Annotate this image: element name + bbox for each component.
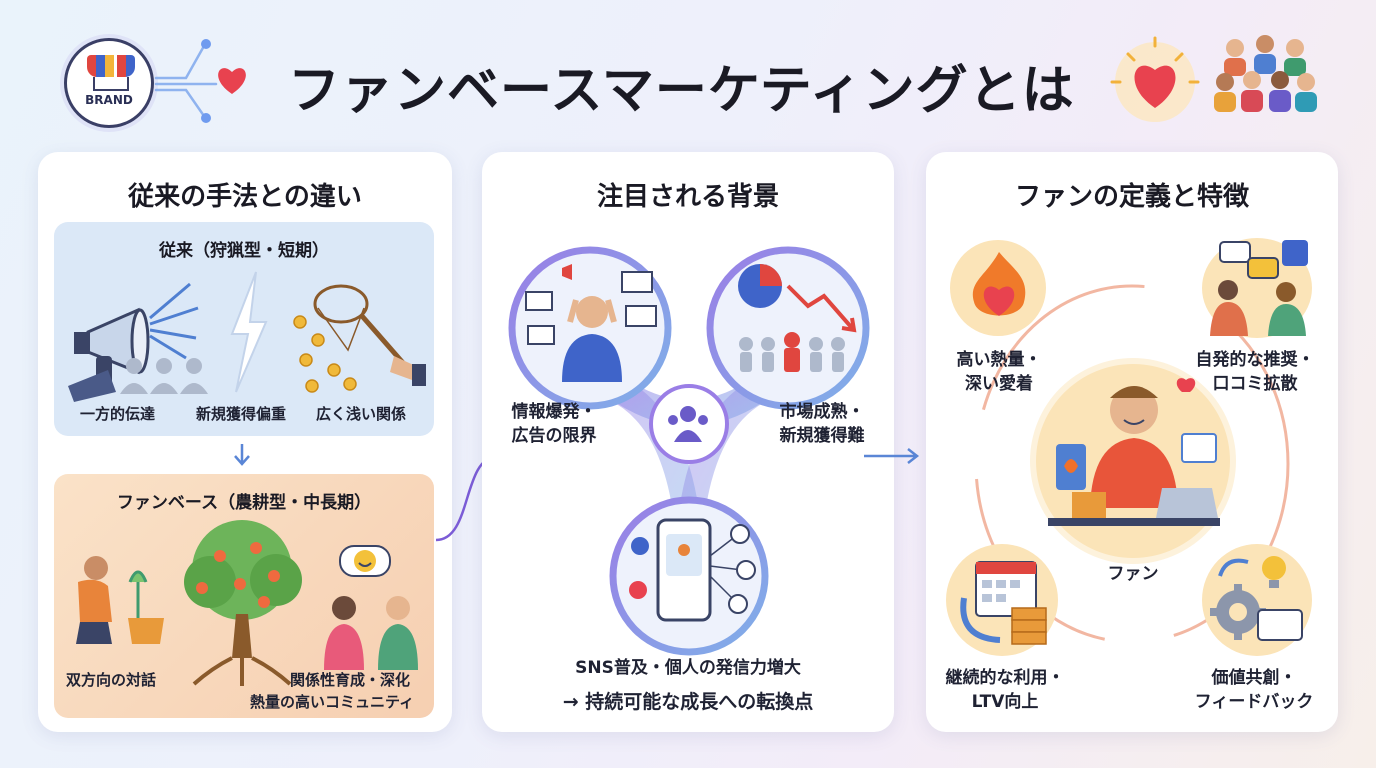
fan-cycle-ring bbox=[974, 284, 1290, 644]
fanbase-method-title: ファンベース（農耕型・中長期） bbox=[116, 493, 372, 513]
audience-icon bbox=[120, 358, 208, 394]
overwhelmed-person-icon bbox=[525, 264, 657, 382]
glowing-heart-icon bbox=[1110, 36, 1200, 122]
background-right-line-1: 市場成熟・ bbox=[779, 402, 865, 422]
traditional-label-acquisition: 新規獲得偏重 bbox=[196, 405, 287, 423]
connector-arrow-2 bbox=[864, 448, 920, 464]
traditional-method-box: 従来（狩猟型・短期） 一方的伝達 新規獲得偏重 広く浅い関係 bbox=[54, 222, 434, 436]
down-arrow-icon bbox=[234, 444, 250, 466]
trait-ltv-label: 継続的な利用・ LTV向上 bbox=[930, 666, 1080, 714]
background-conclusion: → 持続可能な成長への転換点 bbox=[562, 691, 814, 713]
background-label-info-overload: 情報爆発・ 広告の限界 bbox=[494, 400, 614, 448]
conversation-people-icon bbox=[324, 596, 418, 670]
calendar-loop-icon bbox=[960, 561, 1047, 645]
background-label-sns: SNS普及・個人の発信力増大 bbox=[575, 658, 801, 678]
trait-ltv-line-2: LTV向上 bbox=[971, 692, 1039, 712]
trait-recommend-label: 自発的な推奨・ 口コミ拡散 bbox=[1180, 348, 1330, 396]
circuit-lines-icon bbox=[154, 39, 218, 123]
smile-chat-icon bbox=[339, 545, 391, 577]
heart-icon bbox=[218, 68, 246, 94]
trait-cocreation-line-1: 価値共創・ bbox=[1211, 668, 1297, 688]
trait-recommend-line-1: 自発的な推奨・ bbox=[1195, 350, 1315, 370]
gear-idea-icon bbox=[1210, 556, 1303, 641]
panel-background-title: 注目される背景 bbox=[596, 182, 779, 212]
flaming-heart-icon bbox=[972, 252, 1026, 316]
panel-fan-title: ファンの定義と特徴 bbox=[1014, 182, 1249, 212]
panel-fan-definition: ファンの定義と特徴 ファン 高い熱量・ 深い愛着 自発的な推奨・ 口コミ拡 bbox=[926, 152, 1338, 732]
gardener-icon bbox=[76, 556, 164, 644]
brand-logo: BRAND bbox=[64, 38, 154, 128]
trefoil-diagram bbox=[508, 246, 870, 656]
fan-person-icon bbox=[1048, 378, 1220, 526]
people-crowd-icon bbox=[1214, 35, 1317, 112]
panel-background: 注目される背景 情報爆 bbox=[482, 152, 894, 732]
community-icon bbox=[668, 406, 708, 442]
trait-ltv-line-1: 継続的な利用・ bbox=[945, 668, 1065, 688]
background-left-line-1: 情報爆発・ bbox=[511, 402, 597, 422]
fanbase-label-relationship: 関係性育成・深化 bbox=[290, 671, 411, 689]
traditional-method-title: 従来（狩猟型・短期） bbox=[159, 241, 329, 261]
trait-cocreation-label: 価値共創・ フィードバック bbox=[1174, 666, 1334, 714]
lightning-icon bbox=[230, 271, 268, 393]
fanbase-label-dialogue: 双方向の対話 bbox=[66, 671, 157, 689]
catching-net-icon bbox=[293, 284, 426, 393]
fanbase-method-box: ファンベース（農耕型・中長期） 双方向の対話 関係性育成・深化 熱量の高いコミュ… bbox=[54, 474, 434, 718]
word-of-mouth-icon bbox=[1210, 240, 1308, 336]
background-label-market-maturity: 市場成熟・ 新規獲得難 bbox=[762, 400, 882, 448]
declining-market-icon bbox=[738, 264, 857, 372]
smartphone-network-icon bbox=[629, 518, 756, 622]
fan-center-label: ファン bbox=[1107, 564, 1159, 584]
trait-cocreation-line-2: フィードバック bbox=[1194, 692, 1314, 712]
storefront-icon bbox=[87, 55, 135, 77]
panel-traditional-title: 従来の手法との違い bbox=[128, 182, 362, 212]
trait-passion-line-2: 深い愛着 bbox=[965, 374, 1033, 394]
brand-label: BRAND bbox=[85, 93, 133, 107]
trait-passion-label: 高い熱量・ 深い愛着 bbox=[934, 348, 1064, 396]
growing-tree-icon bbox=[184, 520, 302, 686]
trait-recommend-line-2: 口コミ拡散 bbox=[1212, 374, 1298, 394]
page-title: ファンベースマーケティングとは bbox=[288, 61, 1075, 121]
panel-traditional-vs-fanbase: 従来の手法との違い 従来（狩猟型・短期） 一方的伝達 新規獲得偏重 bbox=[38, 152, 452, 732]
megaphone-icon bbox=[68, 307, 150, 402]
traditional-label-one-way: 一方的伝達 bbox=[80, 405, 156, 423]
traditional-label-shallow: 広く浅い関係 bbox=[316, 405, 407, 423]
spread-arrows-icon bbox=[149, 282, 199, 360]
background-left-line-2: 広告の限界 bbox=[511, 426, 597, 446]
background-right-line-2: 新規獲得難 bbox=[779, 426, 865, 446]
trait-passion-line-1: 高い熱量・ bbox=[956, 350, 1042, 370]
fanbase-label-community: 熱量の高いコミュニティ bbox=[250, 693, 415, 711]
